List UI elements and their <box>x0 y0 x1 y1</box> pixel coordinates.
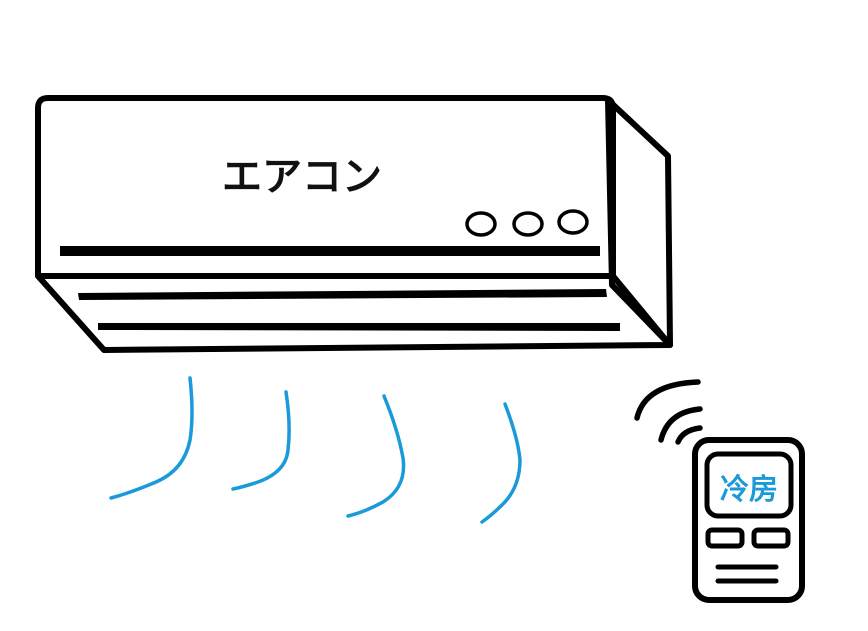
louver-slat <box>98 323 620 331</box>
airflow-line <box>346 394 406 518</box>
status-light-icon <box>465 211 497 237</box>
louver-slat <box>78 289 607 300</box>
signal-waves-icon <box>634 379 703 445</box>
air-conditioner-unit: エアコン <box>35 95 673 353</box>
remote-screen-text: 冷房 <box>720 472 778 506</box>
remote-body <box>692 437 805 603</box>
remote-screen <box>704 451 794 519</box>
remote-button-right <box>751 527 791 549</box>
airflow-streams <box>109 376 522 524</box>
unit-label: エアコン <box>222 154 382 200</box>
airflow-line <box>231 390 291 491</box>
front-vent-bar <box>60 246 600 256</box>
unit-louver-section <box>35 273 673 353</box>
status-light-icon <box>512 211 544 237</box>
status-light-icon <box>557 209 589 235</box>
airflow-line <box>480 402 522 524</box>
airflow-line <box>109 376 194 500</box>
remote-button-left <box>705 527 745 549</box>
remote-control: 冷房 <box>634 379 805 603</box>
